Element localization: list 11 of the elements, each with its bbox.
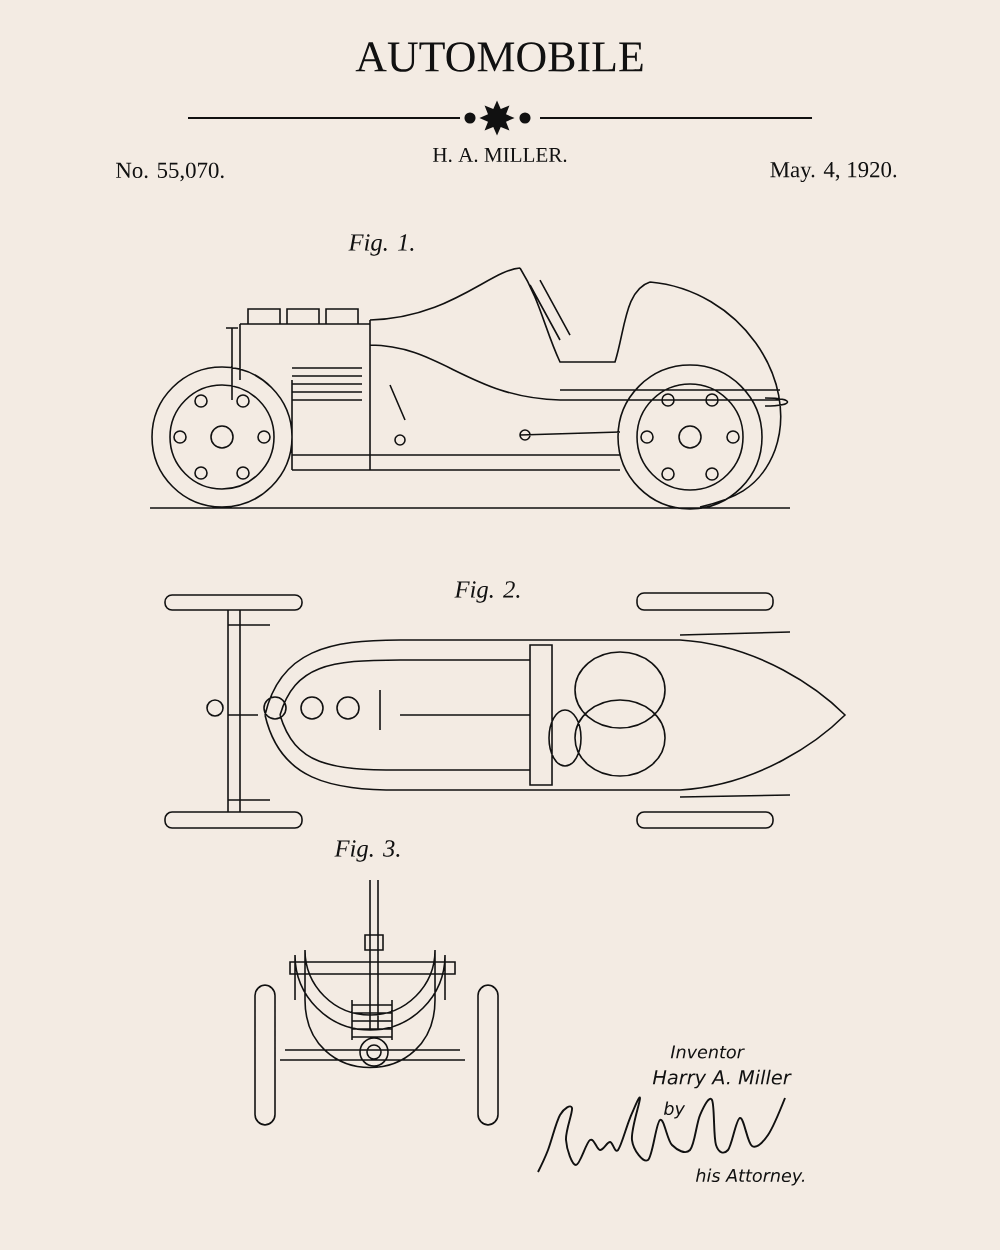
signature-caption: Inventor bbox=[670, 1045, 745, 1059]
figure-label: Fig. 1. bbox=[348, 234, 414, 256]
patent-date: May. 4, 1920. bbox=[770, 161, 897, 183]
figure-label: Fig. 3. bbox=[334, 840, 400, 862]
inventor-name: H. A. MILLER. bbox=[433, 147, 567, 163]
poster-title: AUTOMOBILE bbox=[355, 42, 643, 72]
figure-label: Fig. 2. bbox=[454, 581, 520, 603]
patent-number: No. 55,070. bbox=[116, 162, 224, 182]
signature-caption: by bbox=[664, 1101, 686, 1119]
inventor-signature: Harry A. Miller bbox=[652, 1069, 792, 1089]
signature-caption: his Attorney. bbox=[695, 1168, 805, 1186]
